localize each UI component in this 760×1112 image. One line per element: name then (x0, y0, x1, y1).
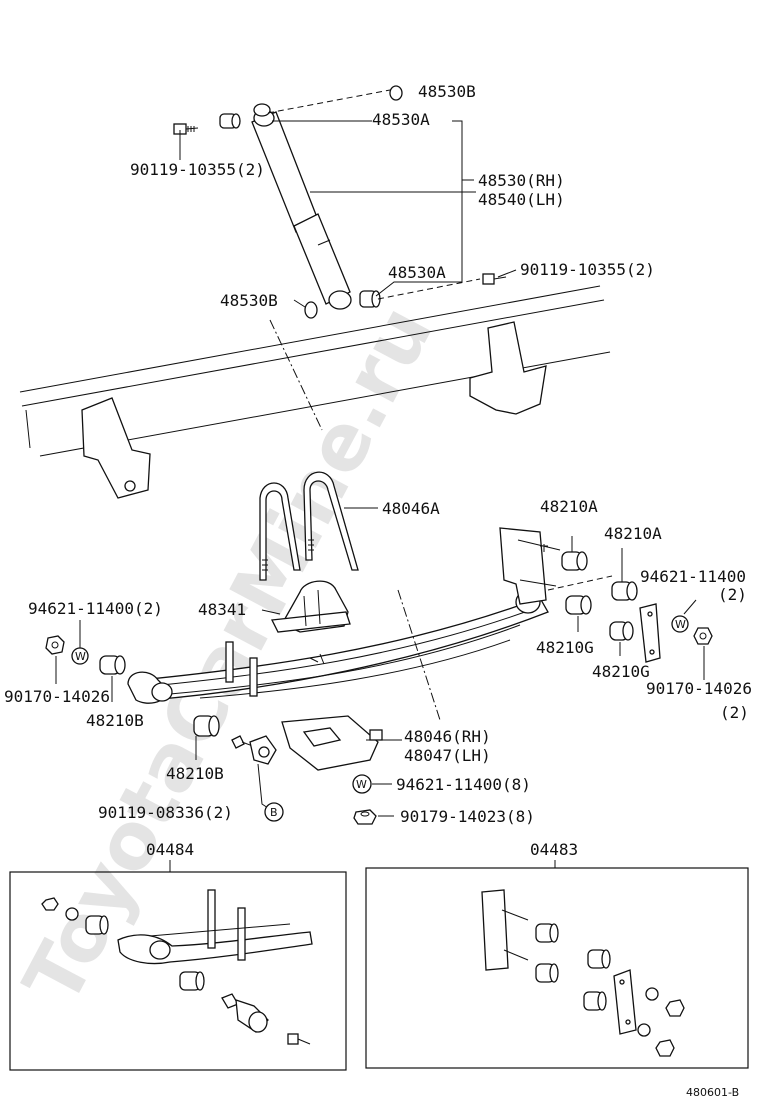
nut-icon-right (693, 627, 713, 645)
label-nut-left: 90170-14026 (4, 687, 110, 706)
bolt-icon-right (482, 273, 507, 285)
label-48530a-bottom: 48530A (388, 263, 446, 282)
bushing-48530b-bottom (304, 301, 318, 319)
washer-icon-left: W (71, 647, 89, 665)
label-48210a-1: 48210A (540, 497, 598, 516)
reference-b-icon: B (264, 802, 284, 822)
nut-icon-8 (353, 809, 377, 825)
washer-symbol: W (356, 778, 367, 791)
bushing-48210g-2 (609, 621, 634, 641)
kit-left-parts (41, 889, 313, 1045)
label-48210b-2: 48210B (166, 764, 224, 783)
washer-symbol: W (75, 650, 86, 663)
label-48530b-bottom: 48530B (220, 291, 278, 310)
label-shock-lh: 48540(LH) (478, 190, 565, 209)
label-bolt-top: 90119-10355(2) (130, 160, 265, 179)
label-kit-left: 04484 (146, 840, 194, 859)
label-washer-8: 94621-11400(8) (396, 775, 531, 794)
u-bolt (259, 471, 359, 581)
bushing-48530a-bottom (359, 290, 381, 308)
label-nut-right-qty: (2) (720, 703, 749, 722)
diagram-id: 480601-B (686, 1086, 739, 1099)
bushing-48530b-top (389, 85, 403, 101)
label-nut-right: 90170-14026 (646, 679, 752, 698)
shackle-plate-top (499, 527, 561, 605)
bushing-48210a-1 (561, 551, 588, 571)
shock-absorber (251, 103, 352, 310)
bushing-48210g-1 (565, 595, 592, 615)
label-kit-right: 04483 (530, 840, 578, 859)
label-washer-right-qty: (2) (718, 585, 747, 604)
shackle-plate (639, 603, 661, 663)
reference-b-symbol: B (270, 806, 278, 819)
label-bolt-right: 90119-10355(2) (520, 260, 655, 279)
nut-icon-left (45, 635, 65, 655)
washer-symbol: W (675, 618, 686, 631)
label-48210b-1: 48210B (86, 711, 144, 730)
label-washer-left: 94621-11400(2) (28, 599, 163, 618)
label-seat-lh: 48047(LH) (404, 746, 491, 765)
label-u-bolt: 48046A (382, 499, 440, 518)
label-48210a-2: 48210A (604, 524, 662, 543)
bump-stopper (271, 580, 351, 633)
label-48530a-top: 48530A (372, 110, 430, 129)
label-shock-rh: 48530(RH) (478, 171, 565, 190)
label-washer-right: 94621-11400 (640, 567, 746, 586)
bushing-48210b-2 (193, 715, 220, 737)
frame-rail (19, 285, 611, 499)
label-bump-stopper: 48341 (198, 600, 246, 619)
washer-icon-8: W (352, 774, 372, 794)
kit-right-parts (481, 889, 685, 1057)
bolt-icon-front (231, 735, 277, 765)
label-48210g-2: 48210G (592, 662, 650, 681)
kit-box-right (365, 867, 749, 1069)
bushing-48530a-top (219, 113, 241, 129)
label-bolt-b: 90119-08336(2) (98, 803, 233, 822)
label-48530b-top: 48530B (418, 82, 476, 101)
spring-seat (281, 715, 383, 771)
label-nut-8: 90179-14023(8) (400, 807, 535, 826)
bolt-icon-top (173, 123, 199, 135)
bushing-48210b-1 (99, 655, 126, 675)
kit-box-left (9, 871, 347, 1071)
washer-icon-right: W (671, 615, 689, 633)
label-48210g-1: 48210G (536, 638, 594, 657)
label-seat-rh: 48046(RH) (404, 727, 491, 746)
bushing-48210a-2 (611, 581, 638, 601)
